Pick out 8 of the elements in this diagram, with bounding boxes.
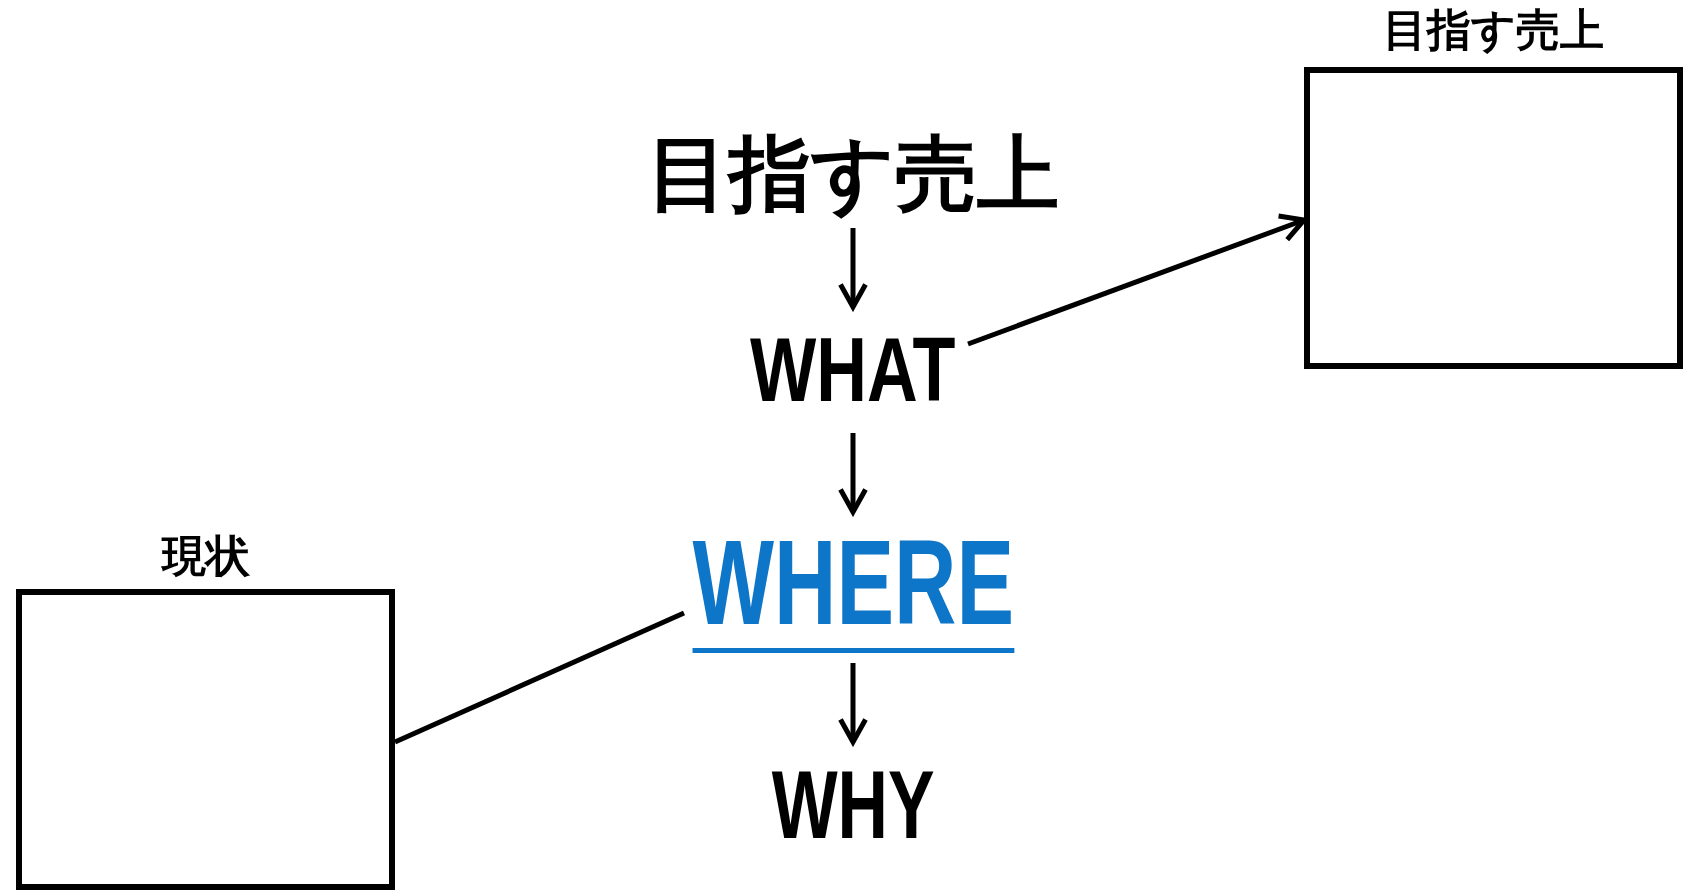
frame-heading: 現状 [161, 534, 250, 578]
step-text: WHAT [750, 325, 956, 415]
frame-heading: 目指す売上 [1383, 8, 1604, 52]
arrow [838, 663, 868, 745]
arrow [838, 228, 868, 310]
highlight-text: WHERE [692, 522, 1014, 653]
step-text: WHY [771, 755, 935, 853]
arrow [838, 433, 868, 515]
